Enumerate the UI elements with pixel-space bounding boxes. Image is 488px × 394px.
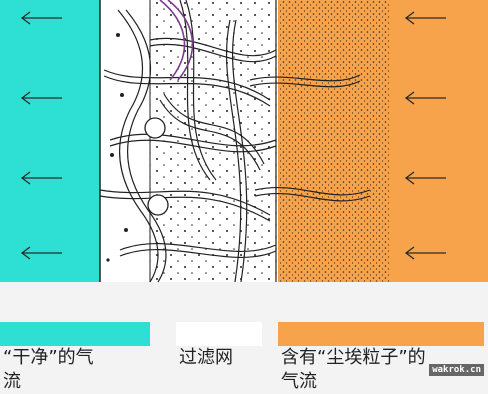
- clean-air-region: [0, 0, 100, 282]
- dusty-air-label-text: 含有“尘埃粒子”的 气流: [281, 347, 426, 392]
- filter-fibers: [99, 0, 371, 283]
- arrow-left-icon: [20, 91, 62, 105]
- arrow-left-icon: [20, 11, 62, 25]
- arrow-left-icon: [404, 11, 446, 25]
- trapped-particle: [147, 194, 169, 216]
- airflow-arrows: [20, 11, 446, 260]
- clean-air-label-text: “干净”的气 流: [3, 347, 94, 392]
- arrow-left-icon: [404, 246, 446, 260]
- watermark: wakrok.cn: [429, 364, 484, 376]
- arrow-left-icon: [404, 171, 446, 185]
- filter-label-text: 过滤网: [179, 347, 233, 368]
- trapped-particle: [144, 117, 166, 139]
- filter-diagram: [0, 0, 488, 283]
- arrow-left-icon: [20, 171, 62, 185]
- clean-air-label: “干净”的气 流: [0, 322, 160, 394]
- dusty-air-region: [390, 0, 488, 282]
- dusty-air-label: 含有“尘埃粒子”的 气流: [278, 322, 488, 394]
- arrow-left-icon: [20, 246, 62, 260]
- arrow-left-icon: [404, 91, 446, 105]
- filter-label: 过滤网: [176, 322, 266, 370]
